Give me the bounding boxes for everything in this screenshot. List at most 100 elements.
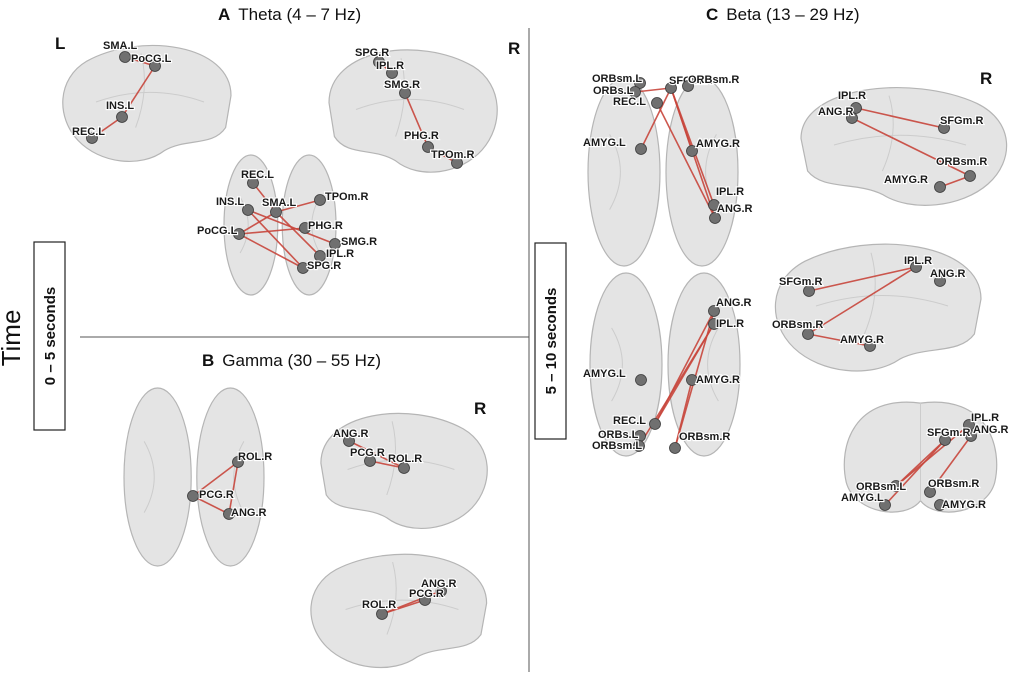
connection-edge — [895, 439, 946, 487]
brain-outline-left-hemisphere — [589, 272, 663, 457]
region-label: ORBsm.R — [772, 319, 823, 331]
region-node — [665, 82, 677, 94]
brain-outline-left-hemisphere — [587, 77, 661, 267]
region-node — [270, 206, 282, 218]
region-label: ANG.R — [717, 203, 753, 215]
region-label: AMYG.R — [696, 138, 740, 150]
region-label: SMA.L — [103, 40, 138, 52]
region-node — [373, 56, 385, 68]
brain-outline-right-hemisphere — [196, 387, 265, 567]
sulcus — [386, 421, 396, 496]
connection-edge — [275, 211, 321, 257]
region-node — [633, 440, 645, 452]
region-label: SMA.L — [262, 197, 297, 209]
connection-edge — [404, 92, 429, 148]
region-node — [86, 132, 98, 144]
connection-edge — [670, 87, 693, 152]
region-label: ORBsm.R — [936, 156, 987, 168]
brain-outline-left-hemisphere — [123, 387, 192, 567]
connection-edge — [247, 209, 304, 269]
region-label: PCG.R — [409, 588, 444, 600]
region-node — [149, 60, 161, 72]
connection-edge — [121, 65, 156, 118]
region-label: ORBsm.R — [928, 478, 979, 490]
region-node — [398, 462, 410, 474]
region-node — [879, 499, 891, 511]
region-node — [709, 212, 721, 224]
region-label: IPL.R — [326, 248, 354, 260]
region-node — [964, 170, 976, 182]
region-label: ORBs.L — [593, 85, 634, 97]
connection-edge — [884, 439, 946, 506]
region-label: PHG.R — [404, 130, 439, 142]
region-node — [364, 455, 376, 467]
region-label: SFGm.R — [927, 427, 970, 439]
brain-outline-left-hemisphere — [223, 154, 279, 296]
region-label: ANG.R — [231, 507, 267, 519]
sulcus — [815, 295, 949, 307]
region-label: PoCG.L — [131, 53, 172, 65]
region-label: AMYG.L — [583, 137, 626, 149]
sulcus — [95, 91, 205, 103]
region-label: AMYG.L — [583, 368, 626, 380]
time-axis-label: Time — [0, 310, 26, 367]
region-label: ROL.R — [388, 453, 422, 465]
region-label: ORBsm.R — [688, 74, 739, 86]
connection-edge — [634, 87, 672, 93]
region-label: ANG.R — [333, 428, 369, 440]
brain-views: SMA.LPoCG.LINS.LREC.LSPG.RIPL.RSMG.RPHG.… — [62, 39, 1010, 669]
region-node — [116, 111, 128, 123]
region-label: ANG.R — [930, 268, 966, 280]
region-node — [864, 340, 876, 352]
region-node — [187, 490, 199, 502]
region-node — [939, 434, 951, 446]
region-node — [419, 594, 431, 606]
region-label: REC.L — [72, 126, 105, 138]
period-2-box — [534, 242, 567, 440]
region-label: ANG.R — [716, 297, 752, 309]
region-label: SMG.R — [384, 79, 420, 91]
region-label: IPL.R — [904, 255, 932, 267]
region-node — [635, 143, 647, 155]
region-node — [635, 374, 647, 386]
region-node — [846, 112, 858, 124]
period-1-box — [33, 241, 66, 431]
region-label: REC.L — [613, 96, 646, 108]
region-node — [247, 177, 259, 189]
region-label: PCG.R — [350, 447, 385, 459]
region-label: TPOm.R — [325, 191, 368, 203]
connection-edge — [381, 599, 426, 615]
sulcus — [345, 599, 459, 610]
region-label: ORBsm.L — [856, 481, 906, 493]
region-label: PCG.R — [199, 489, 234, 501]
region-label: AMYG.R — [942, 499, 986, 511]
region-node — [386, 67, 398, 79]
period-1-label: 0 – 5 seconds — [42, 287, 59, 385]
sulcus — [881, 95, 894, 172]
sulcus — [386, 561, 397, 635]
region-label: ANG.R — [421, 578, 457, 590]
region-label: IPL.R — [716, 186, 744, 198]
connection-edge — [238, 211, 277, 235]
region-label: INS.L — [106, 100, 134, 112]
connection-edge — [895, 424, 970, 487]
region-node — [232, 456, 244, 468]
region-label: ANG.R — [973, 424, 1009, 436]
connection-edge — [807, 266, 917, 335]
connection-edge — [640, 87, 672, 150]
sulcus — [135, 53, 145, 128]
region-node — [934, 181, 946, 193]
region-label: PHG.R — [308, 220, 343, 232]
region-node — [686, 145, 698, 157]
sulcus — [707, 327, 719, 402]
region-node — [343, 435, 355, 447]
region-label: ORBsm.R — [679, 431, 730, 443]
region-node — [803, 285, 815, 297]
region-node — [686, 374, 698, 386]
region-label: REC.L — [241, 169, 274, 181]
region-label: AMYG.R — [696, 374, 740, 386]
